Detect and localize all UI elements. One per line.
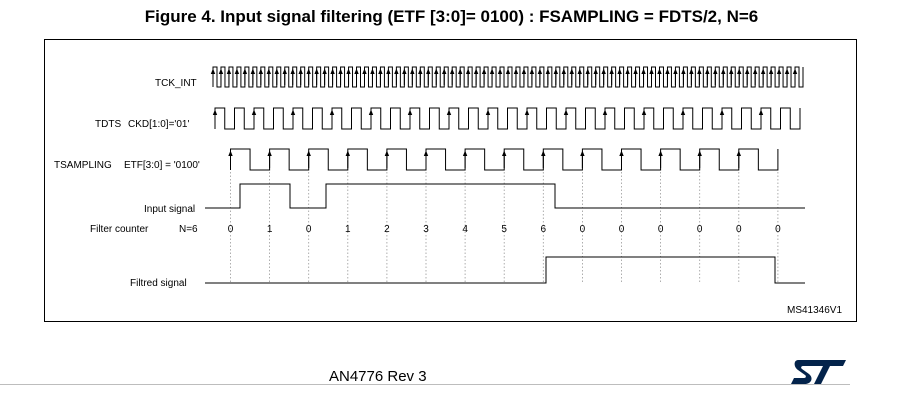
label-tsampling: TSAMPLING (54, 160, 112, 171)
filter-counter-value: 0 (658, 224, 664, 235)
label-etf: ETF[3:0] = '0100' (124, 160, 200, 171)
label-input-signal: Input signal (144, 204, 195, 215)
label-tck-int: TCK_INT (155, 78, 197, 89)
sample-guide-lines (230, 172, 779, 283)
filter-counter-value: 0 (775, 224, 781, 235)
figure-frame (44, 39, 857, 322)
signal-traces (205, 66, 805, 284)
filter-counter-value: 0 (580, 224, 586, 235)
tck-int-waveform (212, 66, 804, 88)
filter-counter-value: 2 (384, 224, 390, 235)
filtred-signal-waveform (205, 256, 805, 284)
label-filter-counter: Filter counter (90, 224, 149, 235)
label-tdts: TDTS (95, 119, 121, 130)
filter-counter-value: 0 (228, 224, 234, 235)
figure-title: Figure 4. Input signal filtering (ETF [3… (144, 7, 759, 26)
filter-counter-value: 0 (697, 224, 703, 235)
signal-labels: TCK_INT TDTS CKD[1:0]='01' TSAMPLING ETF… (54, 78, 842, 316)
label-filtred-signal: Filtred signal (130, 278, 187, 289)
filter-counter-value: 1 (267, 224, 273, 235)
document-reference: AN4776 Rev 3 (329, 368, 427, 385)
st-logo (791, 360, 846, 384)
filter-counter-value: 4 (462, 224, 468, 235)
tsampling-waveform (230, 148, 779, 171)
input-signal-waveform (205, 183, 805, 209)
footer-rule (0, 384, 850, 385)
filter-counter-values: 0 1 0 1 2 3 4 5 6 0 0 0 0 0 0 (228, 224, 781, 235)
tdts-waveform (214, 107, 801, 130)
filter-counter-value: 0 (306, 224, 312, 235)
filter-counter-value: 5 (501, 224, 507, 235)
filter-counter-value: 0 (619, 224, 625, 235)
figure-code: MS41346V1 (787, 305, 842, 316)
label-ckd: CKD[1:0]='01' (128, 119, 189, 130)
filter-counter-value: 6 (541, 224, 547, 235)
label-n-value: N=6 (179, 224, 198, 235)
filter-counter-value: 0 (736, 224, 742, 235)
filter-counter-value: 3 (423, 224, 429, 235)
filter-counter-value: 1 (345, 224, 351, 235)
